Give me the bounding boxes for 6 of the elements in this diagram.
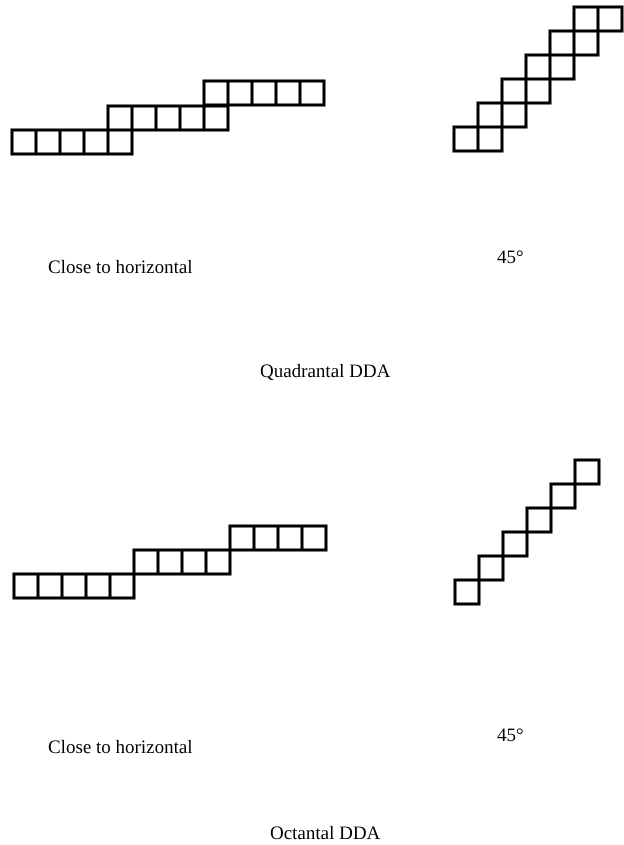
angle-label: 45° <box>497 726 524 745</box>
figure-title: Octantal DDA <box>270 824 380 843</box>
caption-text: Close to horizontal <box>48 258 193 277</box>
figure-title: Quadrantal DDA <box>260 362 390 381</box>
caption-text: Close to horizontal <box>48 738 193 757</box>
angle-label: 45° <box>497 248 524 267</box>
